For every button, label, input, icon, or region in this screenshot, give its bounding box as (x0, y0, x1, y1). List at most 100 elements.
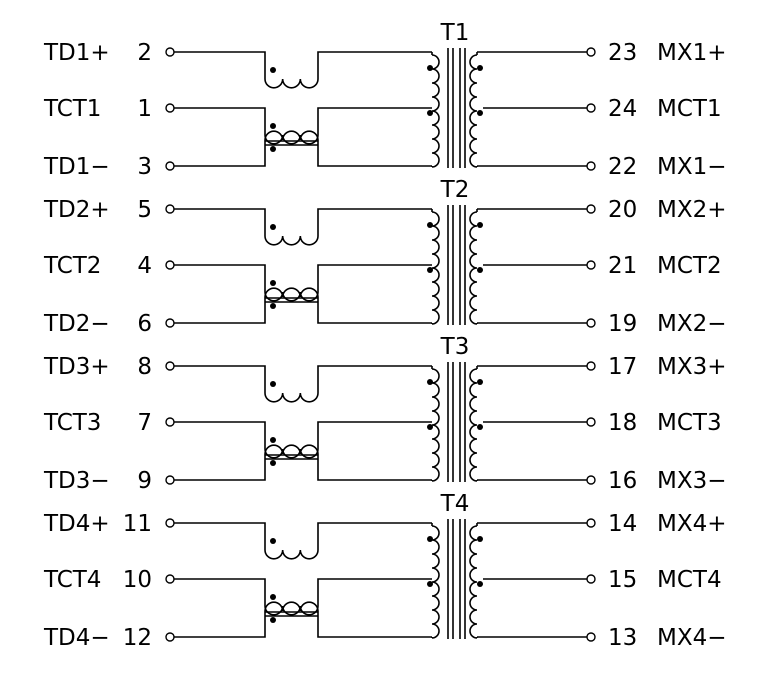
left-pin-number: 7 (137, 410, 152, 436)
right-pin-number: 14 (608, 511, 637, 537)
left-pin-number: 1 (137, 96, 152, 122)
left-pin-name: TCT1 (43, 96, 101, 122)
polarity-dot (427, 267, 433, 273)
right-pin-name: MX1− (657, 154, 727, 180)
left-terminal-circle (165, 518, 175, 528)
right-terminal-circle (586, 361, 596, 371)
right-terminal-circle (586, 204, 596, 214)
left-pin-number: 6 (137, 311, 152, 337)
right-pin-name: MX3− (657, 468, 727, 494)
right-pin-name: MX4− (657, 625, 727, 651)
left-pin-name: TCT3 (43, 410, 101, 436)
polarity-dot (270, 67, 276, 73)
polarity-dot (427, 222, 433, 228)
polarity-dot (427, 110, 433, 116)
polarity-dot (270, 123, 276, 129)
polarity-dot (270, 538, 276, 544)
left-pin-name: TD2− (43, 311, 110, 337)
right-pin-name: MCT4 (657, 567, 722, 593)
polarity-dot (270, 303, 276, 309)
right-terminal-circle (586, 318, 596, 328)
polarity-dot (477, 581, 483, 587)
left-terminal-circle (165, 260, 175, 270)
right-pin-number: 13 (608, 625, 637, 651)
polarity-dot (477, 536, 483, 542)
left-terminal-circle (165, 103, 175, 113)
right-terminal-circle (586, 574, 596, 584)
right-pin-number: 16 (608, 468, 637, 494)
left-terminal-circle (165, 475, 175, 485)
right-pin-number: 18 (608, 410, 637, 436)
right-pin-name: MCT3 (657, 410, 722, 436)
left-terminal-circle (165, 574, 175, 584)
left-terminal-circle (165, 161, 175, 171)
left-pin-name: TD3− (43, 468, 110, 494)
right-pin-name: MX2− (657, 311, 727, 337)
polarity-dot (477, 65, 483, 71)
left-pin-name: TCT2 (43, 253, 101, 279)
left-pin-name: TD3+ (43, 354, 110, 380)
transformer-label: T4 (440, 491, 470, 517)
right-pin-name: MX4+ (657, 511, 727, 537)
polarity-dot (427, 424, 433, 430)
left-pin-number: 12 (123, 625, 152, 651)
left-terminal-circle (165, 204, 175, 214)
left-pin-number: 5 (137, 197, 152, 223)
right-pin-number: 19 (608, 311, 637, 337)
polarity-dot (270, 224, 276, 230)
polarity-dot (477, 424, 483, 430)
right-pin-number: 20 (608, 197, 637, 223)
polarity-dot (270, 381, 276, 387)
left-terminal-circle (165, 47, 175, 57)
polarity-dot (270, 617, 276, 623)
polarity-dot (270, 146, 276, 152)
right-terminal-circle (586, 417, 596, 427)
left-pin-name: TD1− (43, 154, 110, 180)
right-terminal-circle (586, 260, 596, 270)
right-pin-name: MX2+ (657, 197, 727, 223)
left-pin-name: TD1+ (43, 40, 110, 66)
left-terminal-circle (165, 417, 175, 427)
polarity-dot (270, 460, 276, 466)
polarity-dot (270, 594, 276, 600)
right-terminal-circle (586, 161, 596, 171)
right-pin-name: MX1+ (657, 40, 727, 66)
left-pin-number: 10 (123, 567, 152, 593)
transformer-label: T3 (440, 334, 470, 360)
left-pin-name: TD4− (43, 625, 110, 651)
right-pin-number: 17 (608, 354, 637, 380)
transformer-label: T1 (440, 20, 470, 46)
polarity-dot (477, 267, 483, 273)
right-pin-name: MX3+ (657, 354, 727, 380)
polarity-dot (477, 222, 483, 228)
right-terminal-circle (586, 103, 596, 113)
left-pin-number: 2 (137, 40, 152, 66)
left-terminal-circle (165, 361, 175, 371)
polarity-dot (270, 437, 276, 443)
right-terminal-circle (586, 632, 596, 642)
polarity-dot (477, 379, 483, 385)
polarity-dot (427, 536, 433, 542)
transformer-label: T2 (440, 177, 470, 203)
right-pin-number: 24 (608, 96, 637, 122)
right-pin-number: 22 (608, 154, 637, 180)
right-pin-number: 15 (608, 567, 637, 593)
right-pin-number: 21 (608, 253, 637, 279)
polarity-dot (427, 65, 433, 71)
left-pin-number: 11 (123, 511, 152, 537)
left-pin-number: 4 (137, 253, 152, 279)
polarity-dot (427, 379, 433, 385)
left-pin-number: 9 (137, 468, 152, 494)
left-pin-number: 3 (137, 154, 152, 180)
left-pin-number: 8 (137, 354, 152, 380)
right-pin-number: 23 (608, 40, 637, 66)
left-pin-name: TD2+ (43, 197, 110, 223)
right-pin-name: MCT2 (657, 253, 722, 279)
left-terminal-circle (165, 632, 175, 642)
right-terminal-circle (586, 518, 596, 528)
